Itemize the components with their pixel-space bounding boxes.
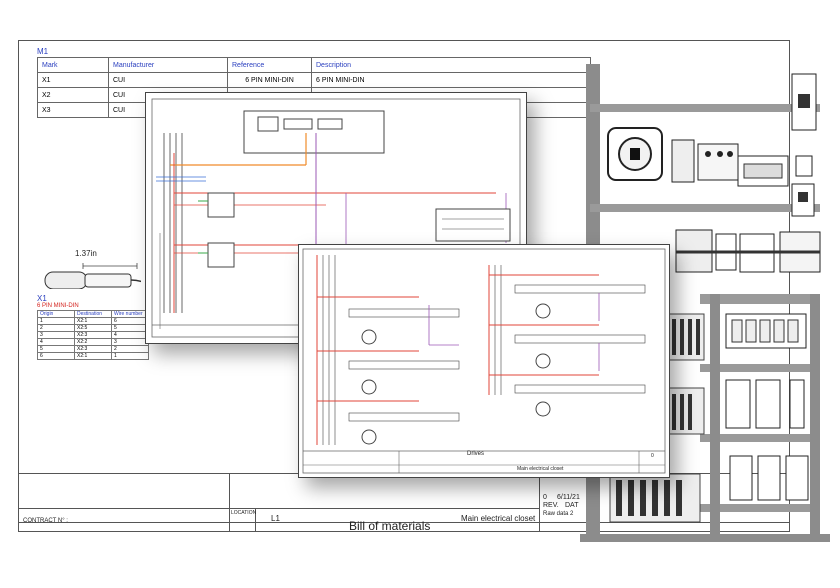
cell: X2:3 xyxy=(74,331,112,339)
cell: X2:1 xyxy=(74,317,112,325)
cell: 6 PIN MINI-DIN xyxy=(311,72,591,88)
parts-table: Mark Manufacturer Reference Description … xyxy=(37,57,591,118)
col-description: Description xyxy=(311,57,591,73)
breaker-row-icon xyxy=(725,313,807,349)
location-value: L1 xyxy=(271,514,280,523)
rev-date: 6/11/21 xyxy=(557,494,580,501)
cell: 6 PIN MINI-DIN xyxy=(227,72,312,88)
round-selector-switch-icon xyxy=(607,127,663,181)
cell: 2 xyxy=(37,324,75,332)
cell: X2 xyxy=(37,87,109,103)
raw-data-label: Raw data 2 xyxy=(543,511,574,517)
contract-label: CONTRACT N° : xyxy=(23,518,68,524)
cell: 5 xyxy=(111,324,149,332)
bom-title: Bill of materials xyxy=(349,519,431,533)
terminal-module-icon xyxy=(737,155,789,187)
breaker-icon xyxy=(791,73,817,131)
connector-sub-label: 6 PIN MINI-DIN xyxy=(37,303,79,309)
cell: 5 xyxy=(37,345,75,353)
cell: 4 xyxy=(37,338,75,346)
cell: 1 xyxy=(37,317,75,325)
date-label: DAT xyxy=(565,502,579,509)
cell: X2:5 xyxy=(74,324,112,332)
rev-index: 0 xyxy=(543,494,547,501)
cell: 4 xyxy=(111,331,149,339)
col-wire-number: Wire number xyxy=(111,310,149,318)
col-reference: Reference xyxy=(227,57,312,73)
mini-din-cable-icon xyxy=(44,263,141,289)
cell: 2 xyxy=(111,345,149,353)
drives-closet-label: Main electrical closet xyxy=(517,466,564,472)
col-mark: Mark xyxy=(37,57,109,73)
plc-module-rack-icon xyxy=(609,313,705,523)
drives-schematic-sheet[interactable]: Drives Main electrical closet 0 xyxy=(298,244,670,478)
drives-schematic-drawing xyxy=(302,248,666,474)
table-row[interactable]: X1 CUI 6 PIN MINI-DIN 6 PIN MINI-DIN xyxy=(37,72,591,88)
parts-header-row: Mark Manufacturer Reference Description xyxy=(37,57,591,73)
cell: X2:2 xyxy=(74,338,112,346)
relay-icon xyxy=(791,155,815,217)
cell: 6 xyxy=(111,317,149,325)
cell: 3 xyxy=(111,338,149,346)
col-destination: Destination xyxy=(74,310,112,318)
col-manufacturer: Manufacturer xyxy=(108,57,228,73)
rev-label: REV. xyxy=(543,502,559,509)
connector-mark: X1 xyxy=(37,294,47,303)
cell: X2:1 xyxy=(74,352,112,360)
cell: X3 xyxy=(37,102,109,118)
cell: 3 xyxy=(37,331,75,339)
bom-header: M1 xyxy=(37,47,49,56)
control-schematic-drawing xyxy=(151,98,521,338)
din-rail-devices-icon xyxy=(675,229,821,273)
contactor-block-icon xyxy=(671,139,739,183)
cell: 6 xyxy=(37,352,75,360)
cell: X1 xyxy=(37,72,109,88)
drives-title: Drives xyxy=(467,451,485,457)
cell: 1 xyxy=(111,352,149,360)
drives-sheet-index: 0 xyxy=(651,453,654,459)
cell: CUI xyxy=(108,72,228,88)
cell: X2:3 xyxy=(74,345,112,353)
closet-label: Main electrical closet xyxy=(461,514,536,523)
location-label: LOCATION xyxy=(231,510,257,516)
cable-length-label: 1.37in xyxy=(75,249,97,258)
col-origin: Origin xyxy=(37,310,75,318)
electrical-cabinet-render xyxy=(580,64,830,542)
motor-starters-icon xyxy=(725,379,809,501)
